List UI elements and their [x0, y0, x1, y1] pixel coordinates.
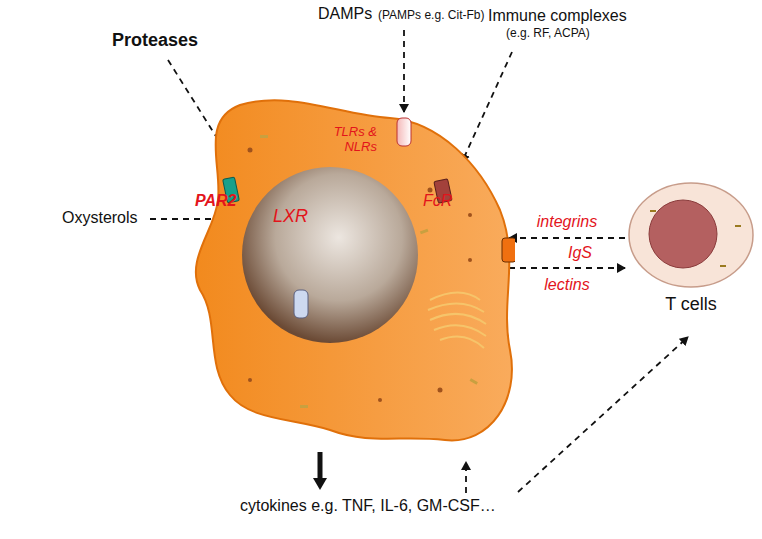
dashed-arrow [518, 337, 688, 492]
receptor-label: LXR [273, 206, 308, 227]
label-text: (PAMPs e.g. Cit-Fb) [378, 9, 484, 23]
receptor-label: TLRs & NLRs [321, 125, 377, 155]
label-text: IgS [568, 244, 592, 262]
label-text: (e.g. RF, ACPA) [506, 27, 590, 41]
receptor-label: PAR2 [195, 192, 237, 210]
cell-label: T cells [625, 294, 757, 315]
dashed-connector [509, 237, 625, 239]
macrophage-cell: PAR2LXR TLRs & NLRsFcR [185, 70, 515, 455]
label-text: Proteases [112, 30, 198, 51]
label-text: Immune complexes [488, 7, 627, 25]
dashed-arrow [462, 52, 512, 162]
edge-label: integrins [537, 213, 597, 231]
dashed-arrow [465, 462, 467, 493]
input-arrows [150, 30, 688, 493]
edge-label: lectins [544, 276, 589, 294]
dashed-connector [509, 267, 625, 269]
dashed-arrow [403, 30, 405, 112]
label-text: cytokines e.g. TNF, IL-6, GM-CSF… [240, 497, 496, 515]
label-text: Oxysterols [62, 209, 138, 227]
label-text: DAMPs [318, 5, 372, 23]
t-cell: T cells [625, 178, 757, 323]
receptor-label: FcR [423, 192, 452, 210]
thick-arrow [318, 452, 323, 482]
